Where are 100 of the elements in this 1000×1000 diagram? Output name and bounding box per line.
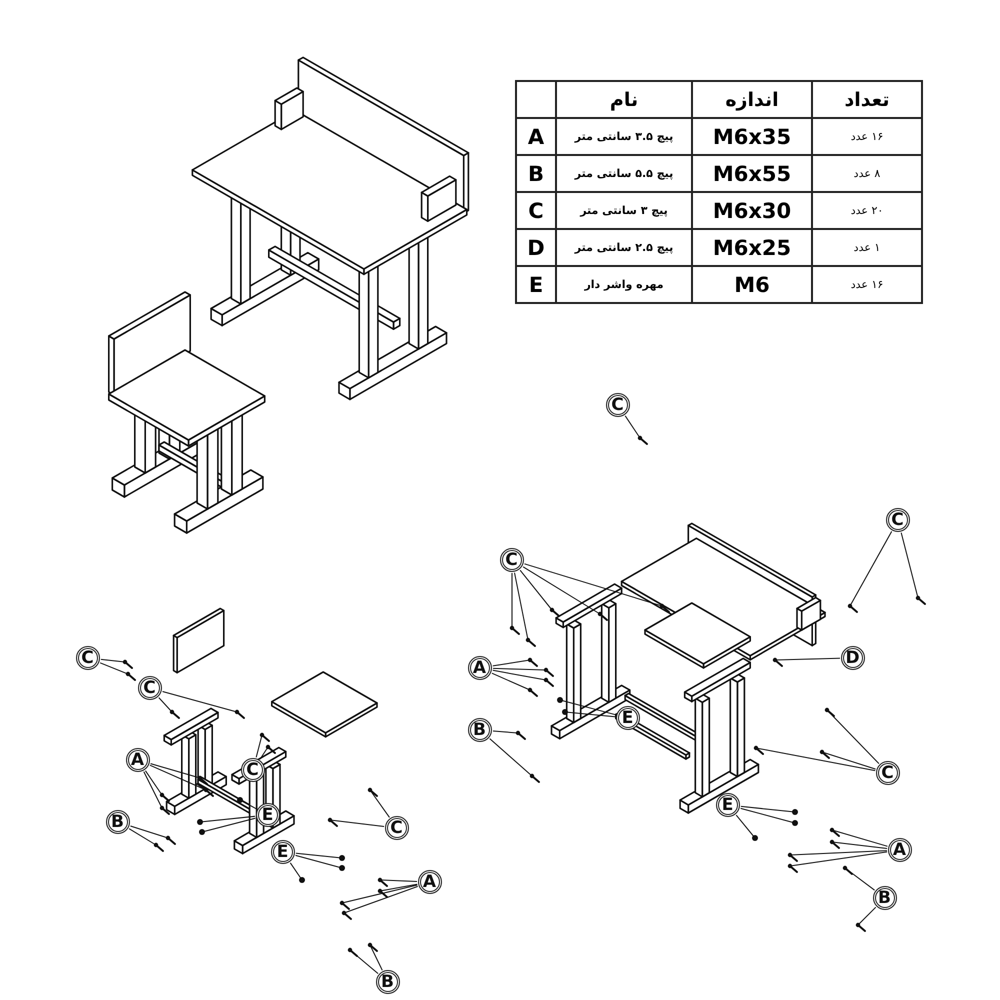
leader-line (900, 532, 918, 598)
leader-line (790, 851, 888, 866)
leader-line (130, 826, 168, 838)
screw-icon (544, 678, 554, 687)
leader-line (858, 906, 876, 926)
screw-icon (598, 612, 608, 621)
part-name: پیچ ۳ سانتی متر (580, 204, 668, 217)
screw-icon (788, 864, 798, 873)
screw-icon (204, 788, 214, 797)
screw-icon (166, 836, 176, 845)
leader-line (774, 658, 840, 660)
screw-icon (526, 638, 536, 647)
leader-line (520, 570, 552, 610)
leader-line (330, 820, 385, 827)
part-size: M6 (734, 272, 770, 296)
leader-line (514, 572, 528, 640)
screw-icon (170, 710, 180, 719)
screw-icon (122, 660, 133, 669)
callout-letter: C (876, 760, 900, 784)
callout-letter: A (468, 656, 492, 680)
leader-line (489, 738, 532, 776)
leader-line (491, 672, 530, 690)
screw-icon (348, 948, 358, 957)
part-letter: A (528, 124, 544, 148)
part-size: M6x25 (712, 236, 792, 260)
screw-icon (234, 710, 245, 719)
leader-line (522, 566, 600, 614)
callout-letter: E (716, 792, 740, 816)
nut-icon (339, 855, 345, 861)
screw-icon (368, 788, 378, 797)
part-letter: E (528, 272, 544, 296)
leader-line (492, 668, 546, 670)
callout-letter: E (270, 840, 294, 864)
column-header: اندازه (725, 88, 779, 110)
leader-line (492, 660, 530, 666)
part-name: مهره واشر دار (584, 278, 664, 291)
leader-line (370, 944, 383, 971)
part-quantity: ۱ عدد (854, 241, 880, 254)
leader-line (344, 886, 418, 914)
nut-icon (299, 877, 305, 883)
nut-icon (752, 835, 758, 841)
callout-letter: C (886, 508, 910, 532)
screw-icon (160, 792, 170, 802)
leader-line (162, 691, 238, 712)
callout-letter: A (126, 748, 150, 772)
screw-icon (266, 744, 276, 754)
screw-icon (820, 750, 830, 759)
nut-icon (199, 829, 205, 835)
screw-icon (550, 608, 560, 617)
screw-icon (528, 658, 538, 667)
callout-letter: C (384, 816, 408, 840)
callout-letter: C (606, 392, 630, 416)
part-quantity: ۸ عدد (854, 167, 880, 180)
screw-icon (528, 688, 538, 697)
screw-icon (160, 806, 170, 815)
callout-letter: E (616, 706, 640, 730)
leader-line (822, 752, 876, 770)
leader-line (380, 880, 418, 882)
leader-line (144, 770, 162, 796)
screw-icon (198, 776, 208, 785)
leader-line (150, 763, 200, 778)
screw-icon (126, 672, 136, 681)
screw-icon (154, 842, 164, 852)
leader-line (100, 662, 128, 674)
leader-line (100, 658, 126, 662)
leader-line (790, 850, 888, 856)
leader-line (380, 884, 418, 892)
leader-line (624, 415, 640, 438)
callout-letter: B (376, 970, 400, 994)
screw-icon (856, 922, 866, 932)
leader-line (256, 734, 262, 758)
callout-letter: C (138, 676, 162, 700)
screw-icon (638, 436, 648, 445)
leader-line (832, 830, 888, 847)
leader-line (850, 530, 892, 606)
leader-line (260, 746, 268, 760)
part-quantity: ۱۶ عدد (850, 130, 884, 143)
callout-letter: C (500, 548, 524, 572)
column-header: نام (610, 88, 638, 110)
screw-icon (830, 828, 840, 837)
screw-icon (788, 852, 798, 862)
leader-line (158, 697, 172, 712)
part-quantity: ۲۰ عدد (850, 204, 884, 217)
leader-line (524, 563, 662, 606)
leader-line (290, 862, 302, 880)
leader-line (832, 842, 888, 849)
part-name: پیچ ۵.۵ سانتی متر (574, 167, 674, 180)
leader-line (492, 670, 546, 680)
screw-icon (342, 910, 352, 920)
part-letter: B (528, 162, 544, 186)
screw-icon (530, 774, 540, 783)
leader-line (740, 808, 796, 824)
callout-letter: B (468, 718, 492, 742)
screw-icon (916, 596, 926, 605)
leader-line (295, 854, 342, 868)
screw-icon (260, 732, 270, 742)
callout-letter: C (76, 646, 100, 670)
part-size: M6x30 (712, 198, 792, 222)
part-size: M6x55 (712, 162, 792, 186)
part-letter: C (528, 198, 544, 222)
